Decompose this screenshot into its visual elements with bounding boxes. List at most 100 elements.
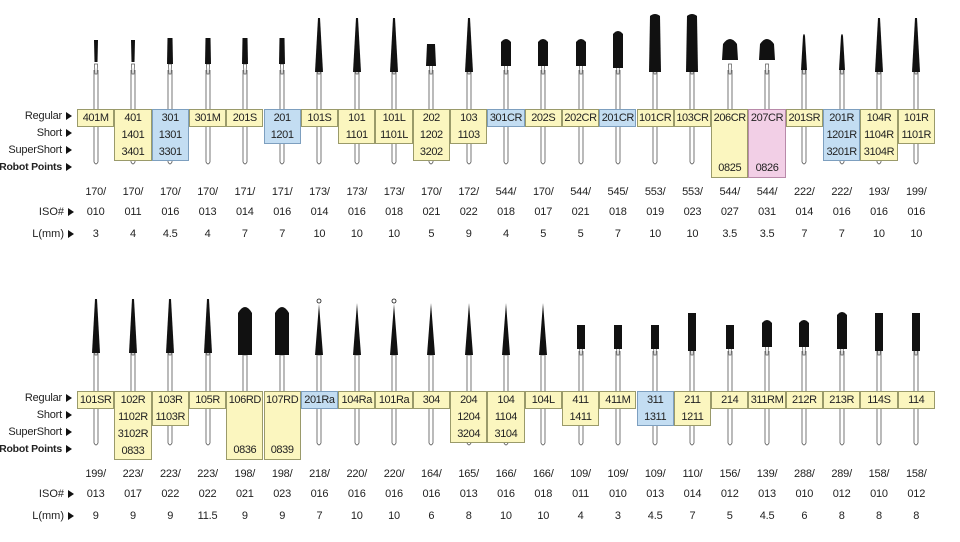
model-regular: 104 — [497, 394, 515, 406]
bur-104ra — [347, 295, 367, 455]
bur-101s — [309, 14, 329, 174]
iso-number: 010 — [870, 488, 888, 500]
model-short: 1102R — [118, 411, 148, 423]
model-regular: 101 — [348, 112, 366, 124]
model-short: 1311 — [644, 411, 667, 423]
model-robot-points: 0833 — [121, 445, 145, 457]
model-supershort: 3204 — [457, 428, 481, 440]
model-regular: 202 — [422, 112, 441, 124]
length-mm: 9 — [92, 510, 99, 522]
iso-label: ISO# — [39, 206, 74, 218]
length-mm: 9 — [279, 510, 286, 522]
length-mm: 8 — [875, 510, 882, 522]
model-short: 1202 — [419, 129, 443, 141]
model-label-box: 304 — [412, 391, 450, 409]
length-mm: 4.5 — [759, 510, 775, 522]
iso-size: 173/ — [309, 186, 330, 198]
model-regular: 103 — [460, 112, 478, 124]
model-label-box: 311RM — [748, 391, 786, 409]
bur-213r — [832, 295, 852, 455]
iso-size: 193/ — [868, 186, 890, 198]
bur-202s — [533, 14, 553, 174]
iso-number: 017 — [124, 488, 142, 500]
iso-size: 109/ — [570, 468, 591, 480]
iso-number: 011 — [124, 206, 142, 218]
iso-number: 022 — [198, 488, 217, 500]
bur-301cr — [496, 14, 516, 174]
bur-104l — [533, 295, 553, 455]
model-supershort: 3202 — [419, 146, 443, 158]
length-label: L(mm) — [32, 510, 74, 522]
model-regular: 411M — [605, 394, 631, 406]
iso-number: 014 — [795, 206, 814, 218]
model-label-box: 114 — [897, 391, 935, 409]
iso-number: 012 — [907, 488, 926, 500]
model-regular: 101CR — [639, 112, 672, 124]
model-regular: 101R — [903, 112, 929, 124]
model-regular: 401M — [82, 112, 109, 124]
iso-size: 553/ — [682, 186, 703, 198]
iso-number: 011 — [572, 488, 589, 500]
iso-size: 170/ — [85, 186, 106, 198]
iso-number: 021 — [235, 488, 254, 500]
arrow-right-icon — [68, 208, 74, 217]
iso-number: 022 — [161, 488, 180, 500]
length-mm: 7 — [838, 228, 845, 240]
iso-row-1-bottom: 199/223/223/223/198/198/218/220/220/164/… — [0, 468, 960, 484]
arrow-right-icon — [66, 146, 72, 155]
model-short: 1401 — [121, 129, 145, 141]
iso-size: 171/ — [271, 186, 293, 198]
arrow-right-icon — [66, 163, 72, 172]
bur-114s — [869, 295, 889, 455]
model-regular: 103CR — [676, 112, 709, 124]
row-label-robot-points: Robot Points — [0, 161, 72, 173]
iso-number: 016 — [870, 206, 888, 218]
iso-number: 016 — [907, 206, 926, 218]
length-mm: 9 — [465, 228, 472, 240]
model-regular: 214 — [721, 394, 739, 406]
iso-size: 170/ — [122, 186, 144, 198]
iso-number: 010 — [86, 206, 105, 218]
model-regular: 104R — [866, 112, 892, 124]
iso-number: 018 — [534, 488, 553, 500]
bur-101ra — [384, 295, 404, 455]
length-mm: 10 — [500, 510, 512, 522]
iso-number: 017 — [534, 206, 553, 218]
iso-number: 016 — [310, 488, 329, 500]
model-regular: 104Ra — [341, 394, 373, 406]
iso-number: 010 — [795, 488, 814, 500]
iso-number: 014 — [310, 206, 329, 218]
iso-size: 165/ — [458, 468, 479, 480]
length-mm: 5 — [540, 228, 547, 240]
length-mm: 4 — [129, 228, 136, 240]
iso-size: 544/ — [570, 186, 591, 198]
length-mm: 10 — [686, 228, 699, 240]
iso-size: 544/ — [719, 186, 741, 198]
length-mm: 4 — [577, 510, 584, 522]
iso-size: 158/ — [905, 468, 927, 480]
arrow-right-icon — [66, 129, 72, 138]
bur-101sr — [86, 295, 106, 455]
model-label-box: 202 1202 3202 — [412, 109, 450, 161]
model-supershort: 3104 — [494, 428, 518, 440]
model-short: 1301 — [158, 129, 182, 141]
iso-number: 013 — [459, 488, 478, 500]
model-regular: 202CR — [564, 112, 597, 124]
bur-103cr — [682, 14, 702, 174]
iso-size: 544/ — [756, 186, 778, 198]
bur-212r — [794, 295, 814, 455]
bur-101cr — [645, 14, 665, 174]
bur-211 — [682, 295, 702, 455]
length-mm: 3.5 — [759, 228, 775, 240]
